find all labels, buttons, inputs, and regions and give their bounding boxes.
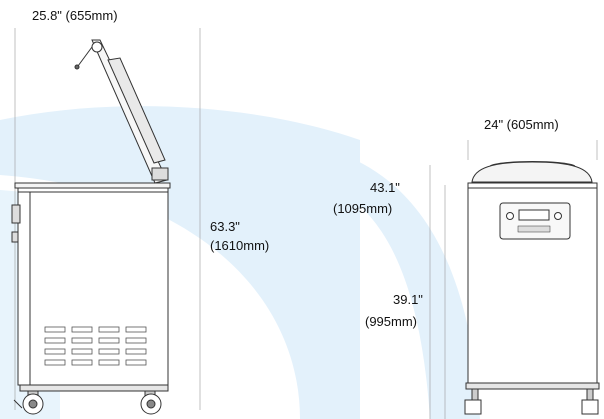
side-height-mm-label: (1610mm) xyxy=(210,238,270,253)
front-height-lid-mm-label: (1095mm) xyxy=(333,201,393,216)
side-view xyxy=(11,28,201,415)
side-height-in-label: 63.3" xyxy=(210,219,240,234)
side-width-label: 25.8" (655mm) xyxy=(32,8,118,23)
front-height-body-mm-label: (995mm) xyxy=(365,314,418,329)
front-view xyxy=(429,140,600,419)
front-height-lid-in-label: 43.1" xyxy=(370,180,400,195)
front-height-body-in-label: 39.1" xyxy=(393,292,423,307)
front-width-label: 24" (605mm) xyxy=(484,117,559,132)
